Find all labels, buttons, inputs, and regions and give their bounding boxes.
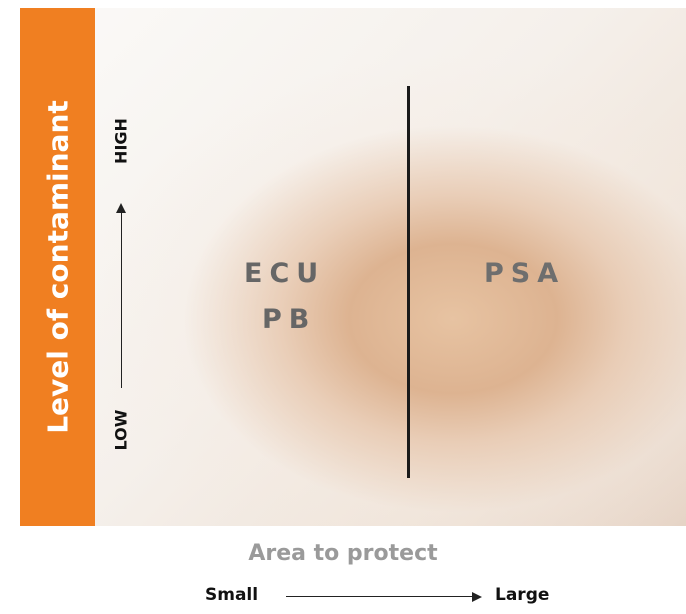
x-axis-title: Area to protect [248,541,438,566]
quadrant-left-label-ecu: ECU [244,258,326,289]
x-axis-arrow-icon [472,592,482,602]
quadrant-right-label-psa: PSA [484,258,566,289]
x-axis-small-label: Small [205,585,259,605]
diagram-background: Level of contaminant HIGH LOW ECU PB PSA [20,8,686,526]
x-axis-arrow-line [286,596,472,597]
vertical-divider [407,86,410,478]
y-axis-low-label: LOW [111,409,131,451]
x-axis-large-label: Large [495,585,550,605]
y-axis-bar: Level of contaminant [20,8,95,526]
y-axis-title: Level of contaminant [41,100,74,434]
y-axis-high-label: HIGH [111,118,131,164]
quadrant-left-label-pb: PB [262,304,317,335]
y-axis-arrow-line [121,212,122,388]
y-axis-arrow-icon [116,203,126,213]
